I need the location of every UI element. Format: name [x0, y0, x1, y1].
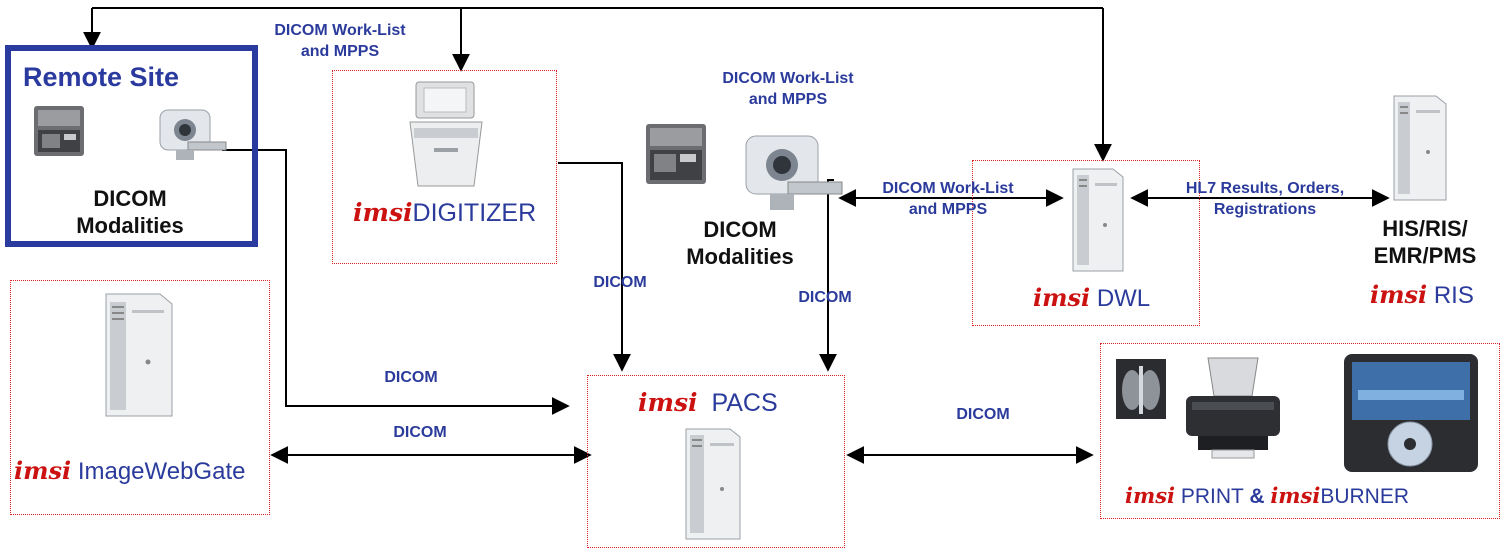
- digitizer-node-label: imsiDIGITIZER: [353, 198, 537, 227]
- imagewebgate-box: [10, 280, 270, 515]
- remote-film-scanner-icon: [34, 106, 84, 156]
- top-worklist-label: DICOM Work-List and MPPS: [274, 22, 406, 60]
- digitizer-to-pacs-line: [558, 162, 631, 372]
- imsi-logo: imsi: [353, 198, 413, 227]
- pacs-print-label: DICOM: [956, 406, 1010, 423]
- imagewebgate-node-label: imsi ImageWebGate: [14, 456, 246, 485]
- pacs-node-label: imsi PACS: [638, 388, 778, 417]
- pacs-server-icon: [685, 428, 741, 540]
- remote-site-title: Remote Site: [23, 62, 180, 92]
- imsi-logo: imsi: [1270, 483, 1321, 508]
- his-label: HIS/RIS/ EMR/PMS: [1373, 216, 1477, 268]
- remote-modalities-label: DICOM Modalities: [76, 186, 184, 238]
- center-modalities-label: DICOM Modalities: [686, 217, 794, 269]
- imsi-logo: imsi: [1370, 280, 1428, 309]
- print-burner-node-label: imsi PRINT & imsiBURNER: [1125, 483, 1410, 508]
- webgate-pacs-label: DICOM: [393, 424, 447, 441]
- printer-icon: [1186, 357, 1280, 459]
- digitizer-pacs-label: DICOM: [593, 274, 647, 291]
- ris-node-label: imsi RIS: [1370, 280, 1474, 309]
- imsi-logo: imsi: [1125, 483, 1175, 508]
- imsi-logo: imsi: [14, 456, 72, 485]
- digitizer-scanner-icon: [409, 81, 483, 187]
- modality-pacs-label: DICOM: [798, 289, 852, 306]
- modality-dwl-label: DICOM Work-List and MPPS: [882, 180, 1014, 218]
- his-server-icon: [1393, 95, 1447, 201]
- dwl-box: [972, 160, 1200, 326]
- print-burner-box: [1100, 343, 1500, 519]
- imsi-logo: imsi: [1033, 283, 1091, 312]
- xray-film-icon: [1116, 359, 1166, 419]
- dwl-server-icon: [1072, 168, 1124, 272]
- ct-scanner-icon: [745, 135, 843, 210]
- disc-burner-icon: [1344, 354, 1478, 472]
- remote-ct-scanner-icon: [159, 109, 227, 160]
- webgate-server-icon: [105, 293, 173, 417]
- film-scanner-icon: [646, 124, 706, 184]
- modality-to-pacs-line: [819, 179, 837, 372]
- mid-worklist-label: DICOM Work-List and MPPS: [722, 70, 854, 108]
- remote-site-box: [5, 45, 258, 247]
- digitizer-box: [332, 70, 557, 264]
- remote-pacs-label: DICOM: [384, 369, 438, 386]
- imsi-logo: imsi: [638, 388, 698, 417]
- hl7-label: HL7 Results, Orders, Registrations: [1185, 180, 1345, 218]
- dwl-node-label: imsi DWL: [1033, 283, 1151, 312]
